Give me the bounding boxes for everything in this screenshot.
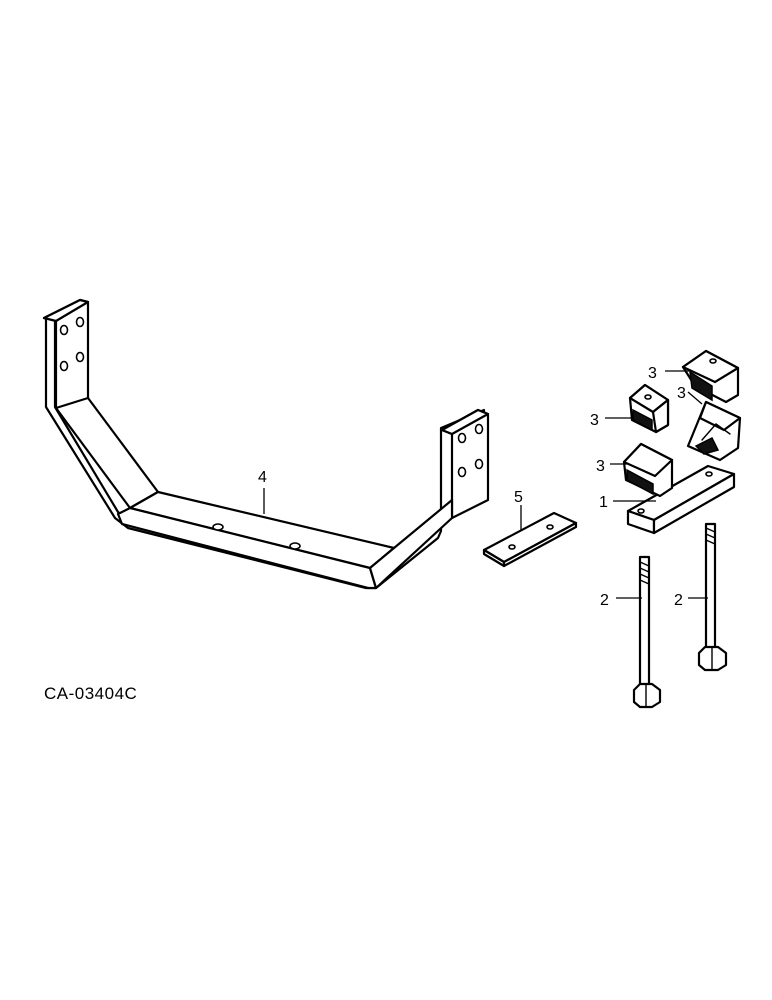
- callout-3-right: 3: [677, 385, 686, 402]
- callout-3-top-left: 3: [590, 412, 599, 429]
- bolt-left-part: [632, 555, 662, 709]
- callout-3-top-right: 3: [648, 365, 657, 382]
- callout-1: 1: [599, 494, 608, 511]
- drawing-number: CA-03404C: [44, 684, 137, 703]
- leader-lines: [263, 370, 708, 599]
- clamp-block-bottom-left: [622, 442, 674, 498]
- callout-2-left: 2: [600, 592, 609, 609]
- bolt-right-part: [697, 522, 728, 672]
- bar-part: [626, 464, 736, 535]
- flat-plate-part: [482, 511, 578, 568]
- clamp-block-top-left: [628, 383, 670, 434]
- clamp-block-top-right: [681, 349, 740, 404]
- callout-4: 4: [258, 469, 267, 486]
- clamp-block-right: [686, 400, 742, 462]
- support-bracket-part: [42, 298, 490, 590]
- callout-2-right: 2: [674, 592, 683, 609]
- callout-5: 5: [514, 489, 523, 506]
- callout-3-bottom-left: 3: [596, 458, 605, 475]
